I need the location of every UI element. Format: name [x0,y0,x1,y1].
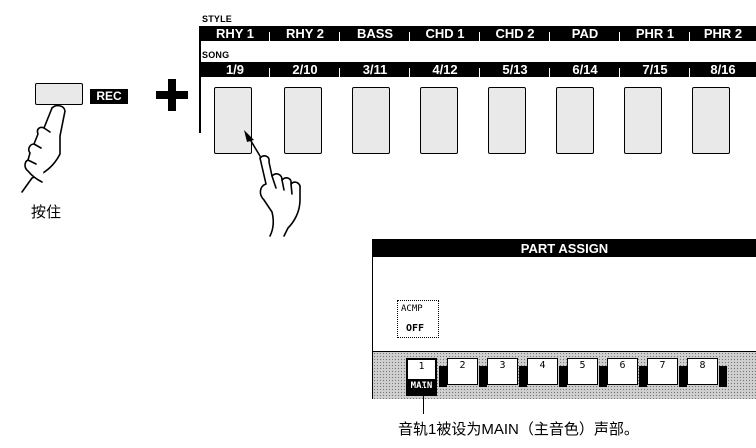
track-number: 5 [568,360,597,371]
style-part-label: PAD [550,26,620,41]
track-shadow [479,366,487,387]
song-track-label: 3/11 [340,62,410,77]
track-shadow [639,366,647,387]
style-heading: STYLE [202,14,232,24]
display-track-1: 1 MAIN [406,358,437,396]
display-track-8: 8 [687,358,718,385]
arrow-head [244,130,254,142]
song-track-label: 6/14 [550,62,620,77]
track-shadow [559,366,567,387]
style-part-label: RHY 2 [270,26,340,41]
track-button-3[interactable] [352,87,390,154]
song-tracks-bar: 1/9 2/10 3/11 4/12 5/13 6/14 7/15 8/16 [200,62,756,77]
bar-separator [689,68,690,77]
style-part-label: CHD 1 [410,26,480,41]
track-shadow [519,366,527,387]
display-track-5: 5 [567,358,598,385]
display-track-7: 7 [647,358,678,385]
track-number: 3 [488,360,517,371]
pointing-hand-icon [238,128,318,238]
track-number: 7 [648,360,677,371]
style-part-label: BASS [340,26,410,41]
bar-separator [269,68,270,77]
track-button-8[interactable] [692,87,730,154]
track-number: 2 [448,360,477,371]
track-button-4[interactable] [420,87,458,154]
track-number: 4 [528,360,557,371]
style-parts-bar: RHY 1 RHY 2 BASS CHD 1 CHD 2 PAD PHR 1 P… [200,26,756,41]
song-track-label: 7/15 [620,62,690,77]
hold-label: 按住 [31,201,61,222]
acmp-value: OFF [406,323,424,334]
display-title: PART ASSIGN [373,241,756,257]
display-track-4: 4 [527,358,558,385]
bar-separator [479,68,480,77]
bar-separator [479,32,480,41]
style-part-label: CHD 2 [480,26,550,41]
display-track-6: 6 [607,358,638,385]
bar-separator [339,68,340,77]
track-button-5[interactable] [488,87,526,154]
track-button-6[interactable] [556,87,594,154]
song-heading: SONG [202,50,229,60]
track-button-7[interactable] [624,87,662,154]
song-track-label: 5/13 [480,62,550,77]
bar-separator [549,68,550,77]
plus-icon [152,75,192,115]
bar-separator [269,32,270,41]
bar-separator [339,32,340,41]
bar-separator [409,32,410,41]
rec-label: REC [90,89,128,104]
display-track-3: 3 [487,358,518,385]
display-track-2: 2 [447,358,478,385]
track-shadow [679,366,687,387]
track-shadow [439,366,447,387]
style-part-label: PHR 1 [620,26,690,41]
acmp-label: ACMP [401,304,423,314]
acmp-indicator: ACMP OFF [397,300,439,338]
bar-separator [689,32,690,41]
caption: 音轨1被设为MAIN（主音色）声部。 [398,418,639,439]
bracket-line [199,26,201,133]
track-number: 8 [688,360,717,371]
pressing-hand-icon [14,96,94,196]
main-tag: MAIN [408,379,435,394]
song-track-label: 2/10 [270,62,340,77]
track-shadow [719,366,727,387]
bar-separator [619,32,620,41]
style-part-label: RHY 1 [200,26,270,41]
track-number: 6 [608,360,637,371]
bar-separator [619,68,620,77]
bar-separator [549,32,550,41]
bar-separator [409,68,410,77]
song-track-label: 4/12 [410,62,480,77]
track-shadow [599,366,607,387]
style-part-label: PHR 2 [690,26,756,41]
track-number: 1 [408,361,435,372]
song-track-label: 1/9 [200,62,270,77]
leader-line [423,386,424,414]
song-track-label: 8/16 [690,62,756,77]
